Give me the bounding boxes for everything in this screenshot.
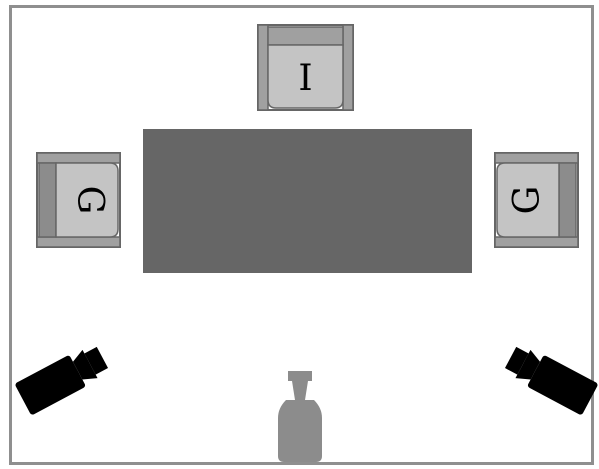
video-camera-right-icon: [504, 346, 598, 415]
chair-left: G: [36, 152, 121, 248]
video-camera-left-icon: [15, 346, 109, 415]
camera-tripod-center-icon: [278, 371, 322, 462]
chair-right: G: [494, 152, 579, 248]
chair-right-label: G: [507, 186, 548, 215]
chair-top-label: I: [298, 58, 312, 99]
table: [143, 129, 472, 273]
chair-left-label: G: [69, 186, 110, 215]
chair-top: I: [257, 24, 354, 111]
